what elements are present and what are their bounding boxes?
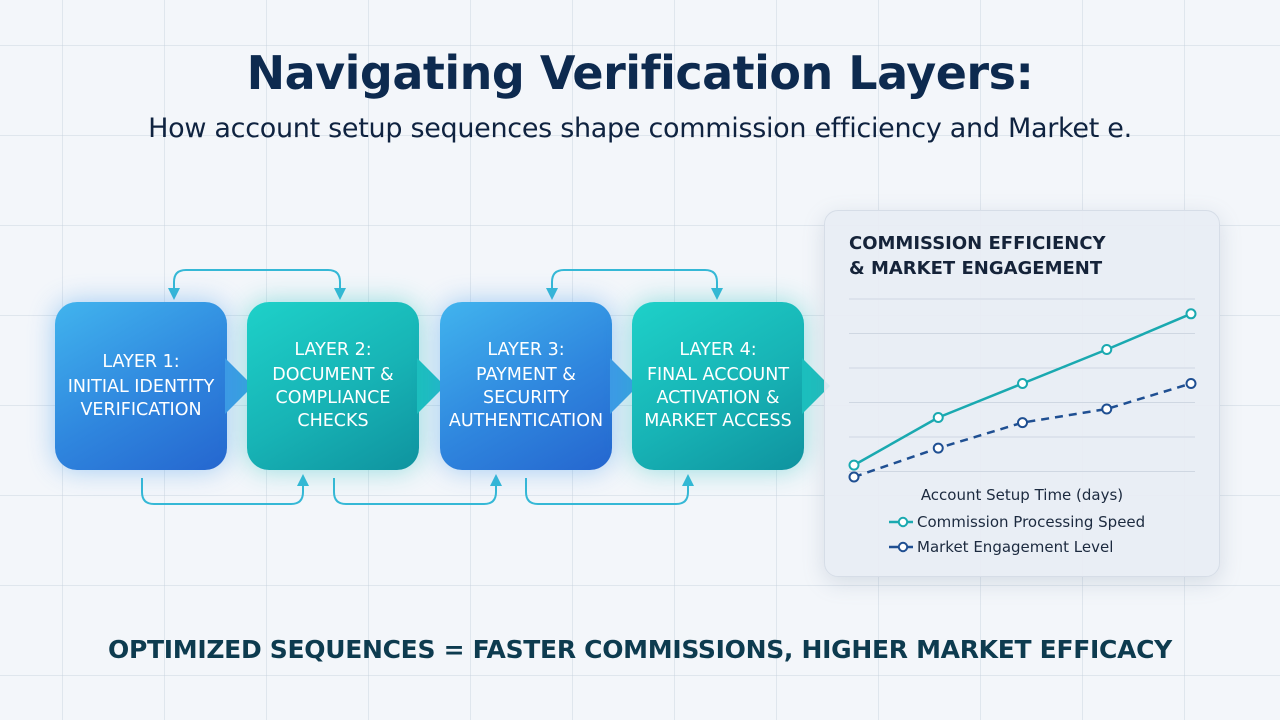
series-1-point-4 [1101, 344, 1113, 355]
x-axis-label: Account Setup Time (days) [920, 486, 1124, 504]
line-chart [848, 298, 1197, 483]
series-2-point-5 [1185, 378, 1197, 389]
legend-commission-speed: Commission Processing Speed [889, 513, 1145, 531]
flow-arrow-bottom-3-4 [525, 474, 694, 505]
layer-4-box: LAYER 4: FINAL ACCOUNT ACTIVATION & MARK… [632, 302, 830, 470]
legend-commission-speed-label: Commission Processing Speed [917, 513, 1146, 531]
legend-market-engagement-label: Market Engagement Level [917, 538, 1114, 556]
flow-arrow-bottom-2-3 [333, 474, 502, 505]
series-1-point-1 [848, 459, 860, 471]
layer-2-line-2: COMPLIANCE [275, 388, 391, 408]
series-1-point-2 [932, 412, 944, 423]
layer-3-box: LAYER 3: PAYMENT & SECURITY AUTHENTICATI… [440, 302, 638, 470]
page-subtitle: How account setup sequences shape commis… [148, 113, 1132, 144]
layer-2-box: LAYER 2: DOCUMENT & COMPLIANCE CHECKS [247, 302, 445, 470]
series-2-point-2 [932, 442, 944, 454]
series-2-point-4 [1101, 403, 1113, 415]
layer-2-line-3: CHECKS [297, 411, 369, 431]
series-2-point-1 [848, 471, 860, 483]
footer-tagline: OPTIMIZED SEQUENCES = FASTER COMMISSIONS… [108, 635, 1172, 664]
loop-arrow-top-3-4 [546, 269, 723, 300]
series-1-point-3 [1017, 378, 1028, 389]
layer-2-heading: LAYER 2: [294, 340, 372, 360]
legend-market-engagement: Market Engagement Level [889, 538, 1113, 556]
layer-3-heading: LAYER 3: [487, 340, 565, 360]
legend-market-engagement-swatch [889, 541, 913, 553]
series-2-point-3 [1017, 417, 1028, 429]
series-1-line [853, 312, 1192, 467]
layer-4-line-3: MARKET ACCESS [644, 411, 792, 431]
layer-2-line-1: DOCUMENT & [272, 365, 394, 385]
layer-4-heading: LAYER 4: [679, 340, 757, 360]
layer-4-line-1: FINAL ACCOUNT [646, 365, 790, 385]
layer-1-line-1: INITIAL IDENTITY [67, 376, 215, 397]
series-1-point-5 [1185, 308, 1197, 320]
layer-3-line-1: PAYMENT & [476, 365, 576, 385]
chart-title-line-2: & MARKET ENGAGEMENT [849, 258, 1103, 279]
layer-1-heading: LAYER 1: [102, 351, 180, 372]
legend-commission-speed-swatch [889, 516, 913, 528]
layer-1-line-2: VERIFICATION [80, 399, 202, 420]
chart-title-line-1: COMMISSION EFFICIENCY [849, 233, 1106, 254]
layer-3-line-2: SECURITY [483, 388, 569, 408]
page-title: Navigating Verification Layers: [246, 46, 1034, 100]
layer-3-line-3: AUTHENTICATION [448, 411, 604, 431]
layer-4-line-2: ACTIVATION & [656, 388, 780, 408]
flow-arrow-bottom-1-2 [141, 474, 309, 505]
loop-arrow-top-1-2 [168, 269, 346, 300]
chart-title: COMMISSION EFFICIENCY & MARKET ENGAGEMEN… [849, 231, 1106, 281]
chart-panel: COMMISSION EFFICIENCY & MARKET ENGAGEMEN… [824, 210, 1220, 577]
layer-1-box: LAYER 1: INITIAL IDENTITY VERIFICATION [55, 302, 253, 470]
series-2-line [853, 382, 1192, 479]
